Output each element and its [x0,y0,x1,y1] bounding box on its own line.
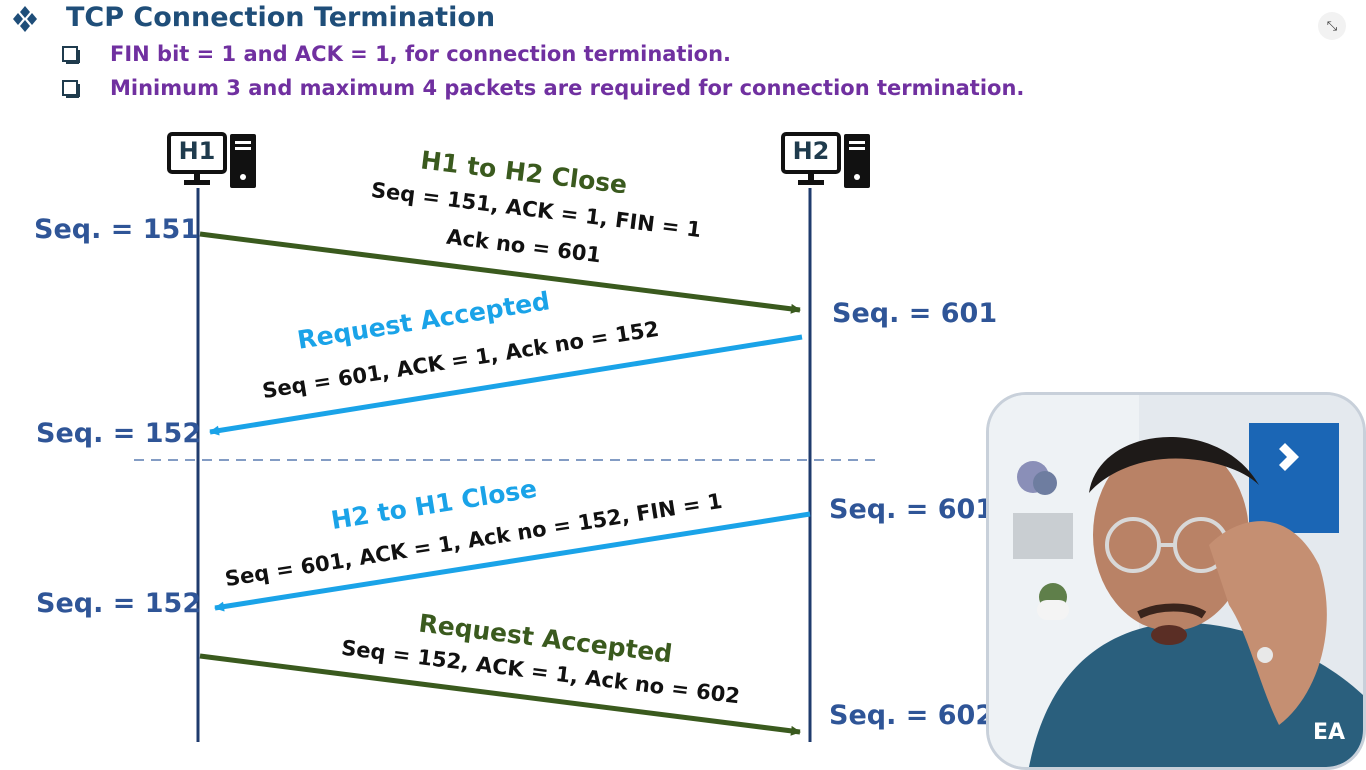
seq-label-h1-first: Seq. = 151 [34,214,200,245]
hollow-square-bullet-icon [62,80,80,98]
seq-label-h2-second: Seq. = 601 [829,494,995,525]
computer-icon [167,132,256,188]
bullet-text-1: FIN bit = 1 and ACK = 1, for connection … [110,42,732,66]
presenter-image [989,395,1363,767]
seq-label-h2-first: Seq. = 601 [832,298,998,329]
bullet-text-2: Minimum 3 and maximum 4 packets are requ… [110,76,1025,100]
host-label-h2: H2 [792,137,830,165]
seq-label-h2-third: Seq. = 602 [829,700,995,731]
minimize-icon: ⤡ [1326,18,1338,34]
host-h1: H1 [166,132,258,190]
arrow-request-accepted-2 [199,653,801,736]
hollow-square-bullet-icon [62,46,80,64]
arrow-request-accepted-1 [209,334,803,436]
host-h2: H2 [780,132,872,190]
slide-title: TCP Connection Termination [66,2,496,33]
minimize-button[interactable]: ⤡ [1318,12,1346,40]
presenter-video[interactable]: EA [986,392,1366,770]
seq-label-h1-second: Seq. = 152 [36,418,202,449]
seq-label-h1-third: Seq. = 152 [36,588,202,619]
arrow-h1-to-h2-close [199,231,801,314]
host-label-h1: H1 [178,137,216,165]
computer-icon [781,132,870,188]
four-diamond-bullet-icon [13,6,37,32]
arrow-h2-to-h1-close [214,511,811,612]
video-watermark: EA [1312,720,1345,745]
